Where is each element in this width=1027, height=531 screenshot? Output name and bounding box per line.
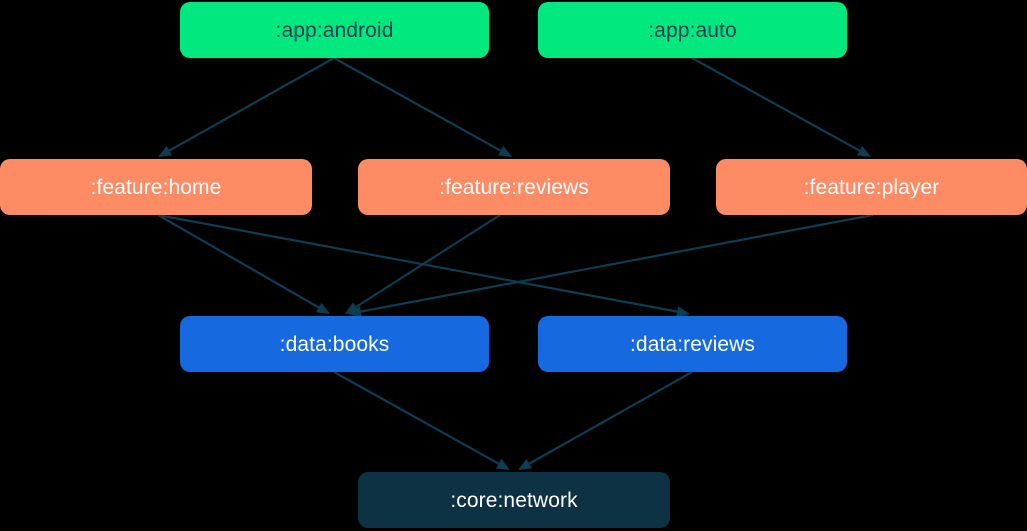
node-app-auto[interactable]: :app:auto — [538, 2, 847, 58]
edge-data-reviews-to-core-network — [518, 371, 693, 470]
node-feature-reviews[interactable]: :feature:reviews — [358, 159, 670, 215]
edge-data-books-to-core-network — [333, 371, 510, 470]
node-label: :feature:player — [803, 175, 940, 199]
edge-app-auto-to-feature-player — [691, 57, 871, 157]
edge-arrowhead — [495, 458, 510, 470]
edge-feature-player-to-data-books — [348, 213, 874, 317]
edge-arrowhead — [497, 145, 512, 157]
node-label: :data:books — [279, 332, 390, 356]
node-label: :feature:reviews — [439, 175, 589, 199]
edge-app-android-to-feature-reviews — [333, 57, 512, 157]
node-core-network[interactable]: :core:network — [358, 472, 670, 528]
node-label: :app:android — [275, 18, 394, 42]
node-label: :data:reviews — [629, 332, 756, 356]
edge-app-android-to-feature-home — [158, 57, 335, 157]
edge-line — [528, 371, 693, 465]
node-data-reviews[interactable]: :data:reviews — [538, 316, 847, 372]
edge-feature-home-to-data-reviews — [157, 213, 690, 318]
edge-arrowhead — [518, 458, 533, 470]
edge-line — [168, 57, 335, 152]
node-feature-player[interactable]: :feature:player — [716, 159, 1027, 215]
edge-arrowhead — [856, 145, 871, 157]
edge-line — [333, 371, 500, 465]
edge-arrowhead — [345, 302, 359, 314]
node-app-android[interactable]: :app:android — [180, 2, 489, 58]
edge-feature-home-to-data-books — [157, 214, 330, 314]
node-data-books[interactable]: :data:books — [180, 316, 489, 372]
node-feature-home[interactable]: :feature:home — [0, 159, 312, 215]
node-label: :core:network — [450, 488, 578, 512]
edge-arrowhead — [158, 145, 173, 157]
edge-line — [691, 57, 861, 152]
edge-line — [333, 57, 502, 152]
edge-feature-reviews-to-data-books — [345, 214, 501, 314]
edge-line — [157, 213, 678, 313]
edge-line — [157, 214, 320, 309]
edge-line — [355, 214, 501, 308]
node-label: :feature:home — [90, 175, 222, 199]
edge-arrowhead — [315, 302, 330, 314]
edge-line — [360, 213, 874, 313]
node-label: :app:auto — [648, 18, 737, 42]
